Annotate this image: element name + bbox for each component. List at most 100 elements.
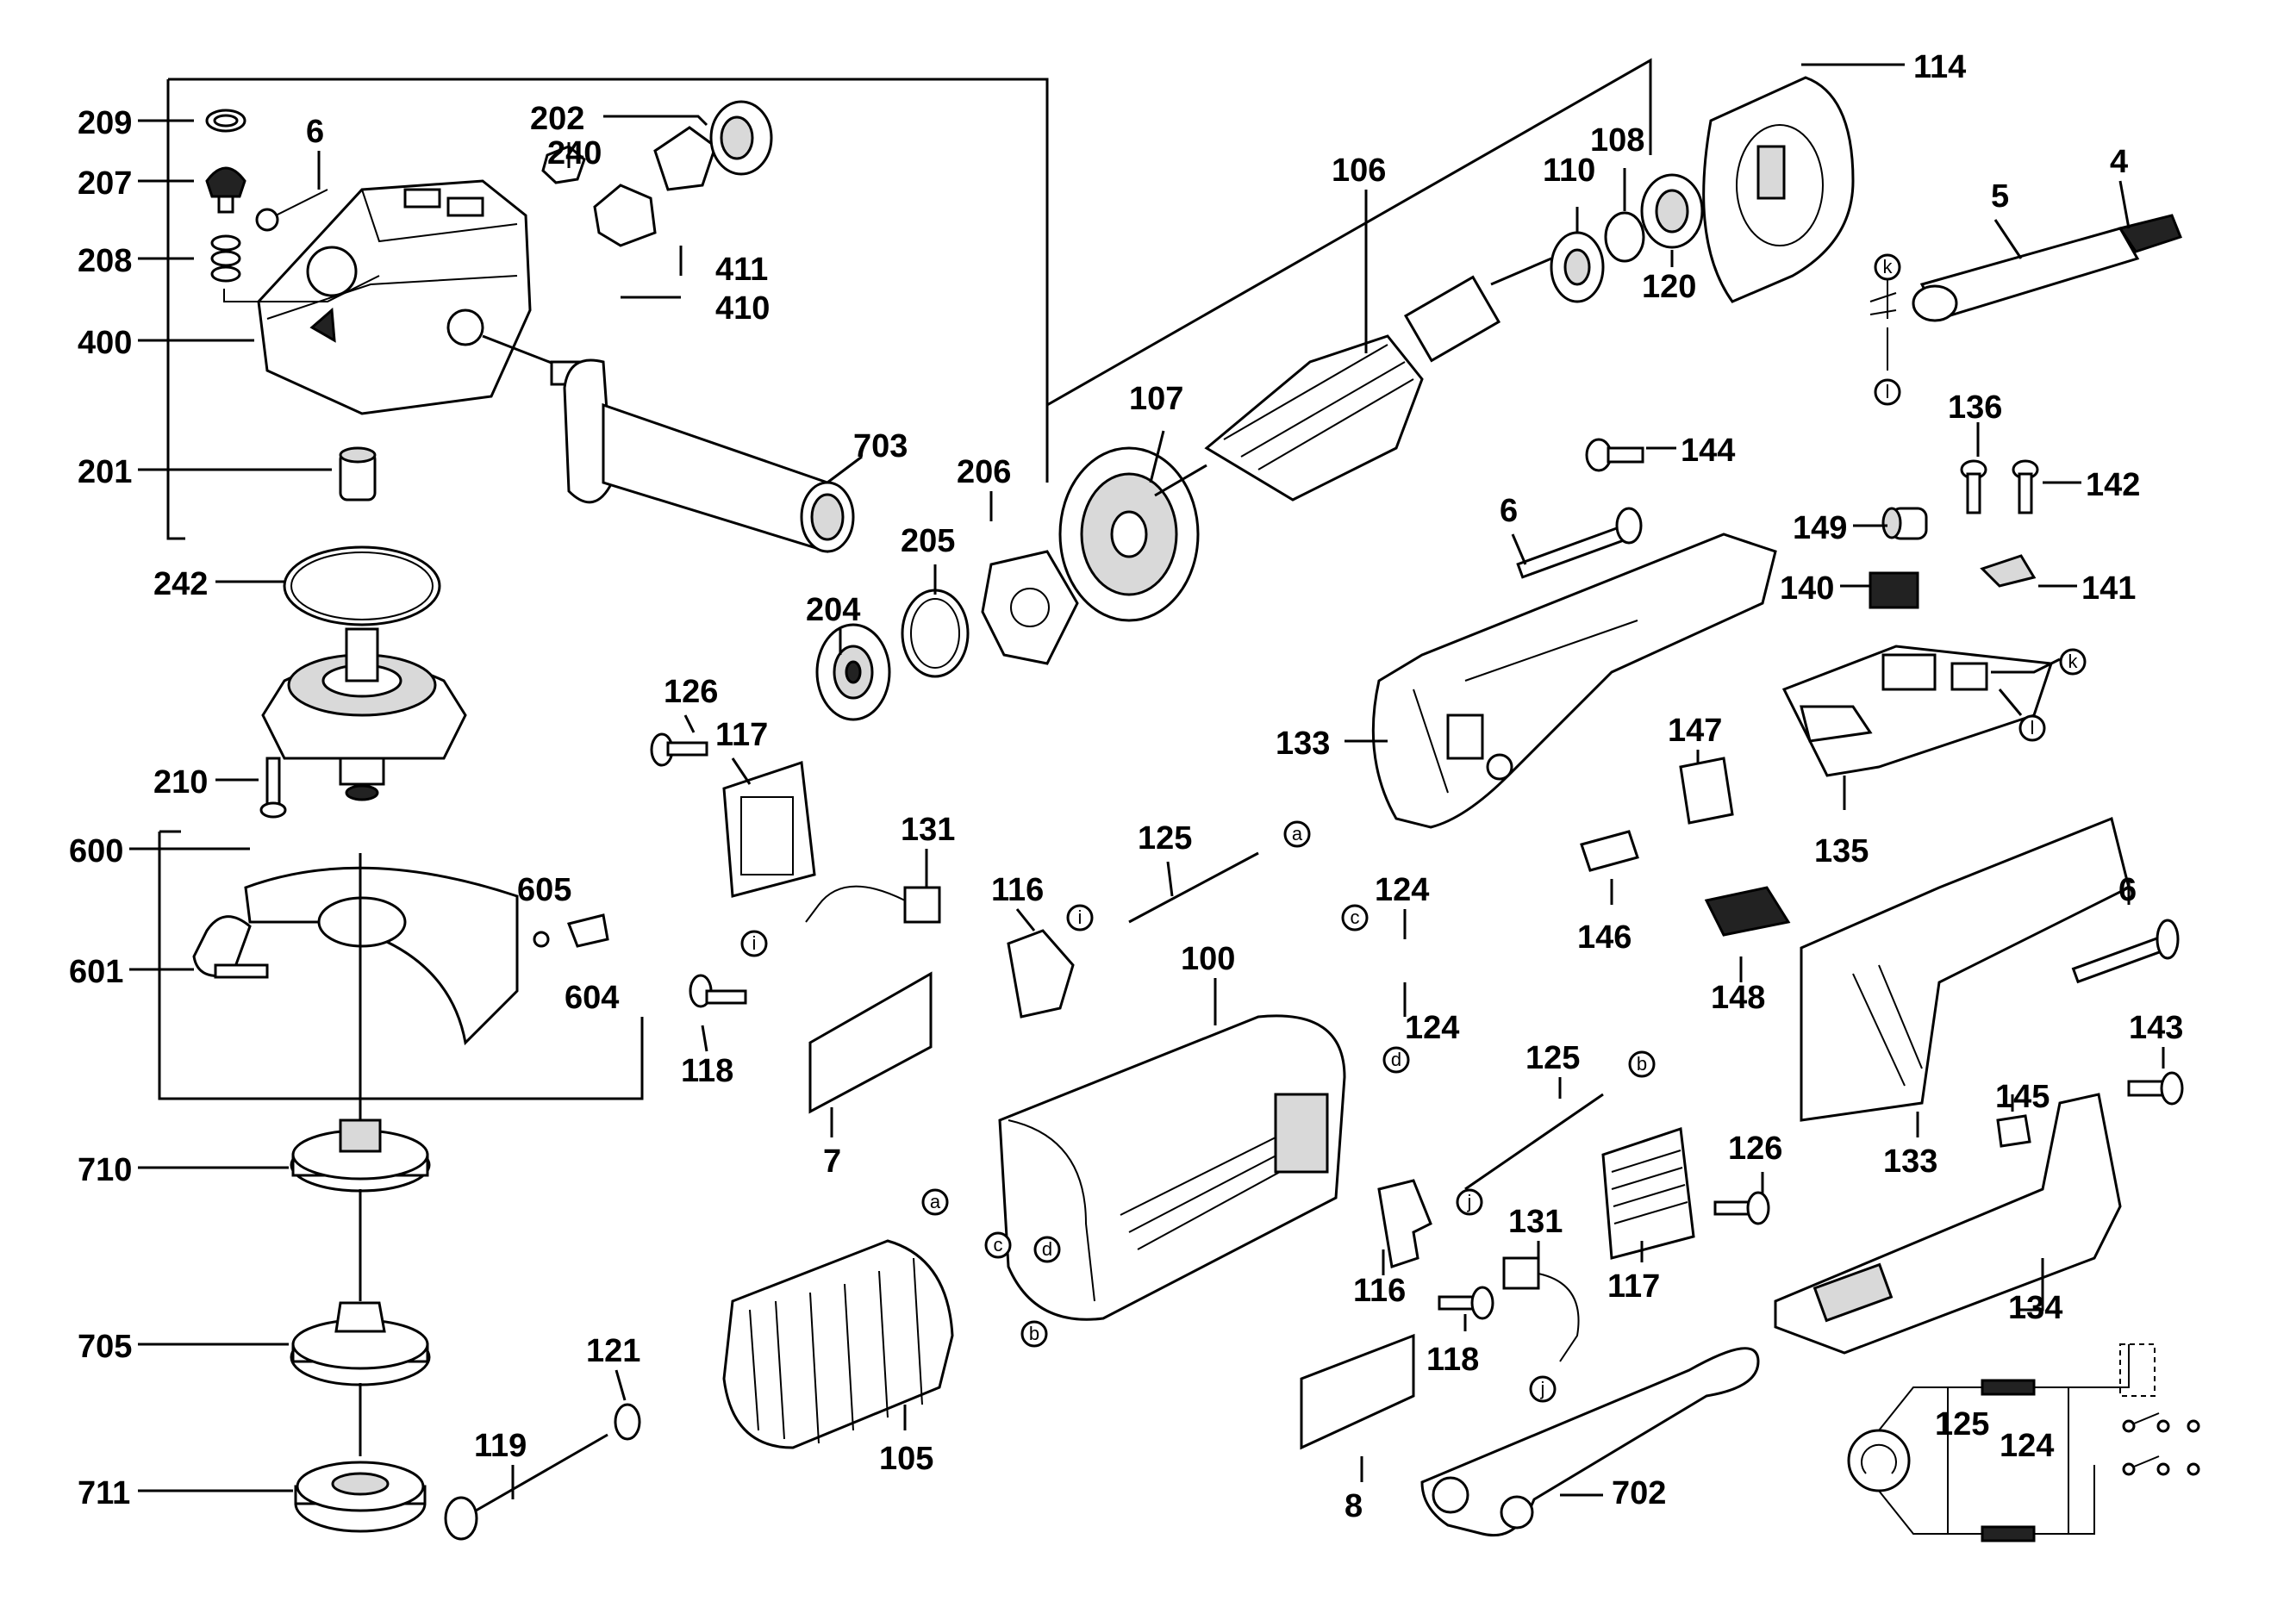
part-label-119: 119 [474, 1428, 527, 1464]
connector-j2: j [1540, 1378, 1545, 1399]
part-label-117-bottom: 117 [1607, 1268, 1660, 1305]
part-label-114: 114 [1913, 49, 1966, 85]
part-131b [1502, 1256, 1580, 1362]
part-labels: 209 207 208 400 201 242 210 600 601 710 … [69, 49, 2183, 1524]
part-145 [1996, 1114, 2031, 1148]
group-brackets [158, 58, 1652, 1100]
brush-cover-117a-part [650, 732, 816, 898]
part-label-149: 149 [1793, 510, 1847, 546]
part-label-124-top: 124 [1375, 872, 1429, 908]
screws-136-142 [1960, 459, 2039, 514]
screw-126b-part [1713, 1191, 1770, 1225]
part-label-145: 145 [1995, 1079, 2050, 1115]
part-label-125-mid: 125 [1525, 1040, 1580, 1076]
part-label-206: 206 [957, 454, 1011, 490]
part-label-208: 208 [78, 243, 132, 279]
part-label-201: 201 [78, 454, 132, 490]
connector-i2: i [1078, 907, 1082, 928]
part-147 [1679, 757, 1734, 825]
label-7-part [808, 971, 933, 1114]
part-label-110: 110 [1543, 153, 1595, 189]
part-label-147: 147 [1668, 713, 1722, 749]
part-label-133-bottom: 133 [1883, 1143, 1937, 1180]
brush-holder-116a-part [1007, 929, 1075, 1019]
part-label-7: 7 [823, 1143, 841, 1180]
connector-i1: i [752, 932, 757, 954]
part-label-124-bottom: 124 [1405, 1010, 1459, 1046]
handle-half-133a-part [1371, 533, 1777, 829]
gear-107-part [1058, 446, 1200, 622]
connector-c2: c [994, 1234, 1003, 1256]
connector-k2: k [2068, 651, 2079, 672]
part-label-410: 410 [715, 290, 770, 327]
part-label-142: 142 [2086, 467, 2140, 503]
screw-119-part [444, 1433, 608, 1541]
part-label-131-top: 131 [901, 812, 955, 848]
part-label-125-top: 125 [1138, 820, 1192, 857]
part-label-118-bottom: 118 [1426, 1342, 1479, 1378]
plate-206-part [981, 550, 1079, 665]
connector-j1: j [1467, 1191, 1472, 1212]
connector-markers: a a c c d d b b i i j j k k l l [740, 253, 2087, 1403]
wheel-guard-part [192, 866, 609, 1046]
part-label-126-bottom: 126 [1728, 1131, 1782, 1167]
part-label-136: 136 [1948, 389, 2002, 426]
part-label-705: 705 [78, 1329, 132, 1365]
part-label-711: 711 [78, 1475, 130, 1511]
part-label-411: 411 [715, 252, 768, 288]
top-left-small-parts [205, 109, 380, 302]
part-label-100: 100 [1181, 941, 1235, 977]
part-label-204: 204 [806, 592, 860, 628]
armature-106-part [1154, 257, 1552, 502]
side-handle-703-part [482, 334, 855, 553]
part-148 [1704, 886, 1791, 937]
bail-handle-134-part [1774, 1093, 2122, 1355]
washer-121-part [614, 1403, 641, 1441]
connector-a1: a [1292, 823, 1303, 844]
part-label-600: 600 [69, 833, 123, 869]
part-label-144: 144 [1681, 433, 1735, 469]
part-label-6-top: 6 [306, 114, 324, 150]
part-label-205: 205 [901, 523, 955, 559]
part-label-240: 240 [547, 135, 602, 171]
part-label-207: 207 [78, 165, 132, 202]
schematic-label-125: 125 [1935, 1406, 1989, 1442]
screw-210-part [259, 757, 287, 819]
screw-143-part [2127, 1071, 2184, 1106]
brush-holder-116b-part [1377, 1179, 1432, 1268]
bearing-120-part [1640, 173, 1704, 249]
part-label-604: 604 [565, 980, 619, 1016]
bearing-204-part [815, 623, 891, 721]
part-label-703: 703 [853, 428, 908, 464]
part-label-105: 105 [879, 1441, 933, 1477]
screw-144-part [1585, 438, 1644, 472]
part-131a [805, 885, 941, 924]
part-label-400: 400 [78, 325, 132, 361]
connector-b1: b [1637, 1053, 1647, 1075]
flange-711-part [294, 1461, 427, 1533]
sleeve-201-part [339, 446, 377, 502]
part-label-242: 242 [153, 566, 208, 602]
gear-housing-part [257, 179, 532, 415]
connector-l1: l [1886, 381, 1890, 402]
part-label-134: 134 [2008, 1290, 2062, 1326]
part-140 [1869, 571, 1919, 609]
part-label-120: 120 [1642, 269, 1696, 305]
part-label-116-bottom: 116 [1353, 1273, 1406, 1309]
o-ring-242-part [283, 545, 441, 626]
part-label-210: 210 [153, 764, 208, 801]
part-label-118-top: 118 [681, 1053, 733, 1089]
screw-118a-part [689, 974, 747, 1008]
end-cap-114-part [1702, 76, 1855, 303]
screw-6b-part [1516, 507, 1643, 579]
part-label-146: 146 [1577, 919, 1632, 956]
part-label-135: 135 [1814, 833, 1869, 869]
clamp-nut-705-part [290, 1301, 431, 1386]
label-8-part [1300, 1333, 1415, 1450]
part-149 [1881, 507, 1928, 540]
schematic-label-124: 124 [2000, 1428, 2054, 1464]
gearbox-flange-part [261, 627, 467, 801]
gear-parts-top [541, 100, 773, 247]
part-label-106: 106 [1332, 153, 1386, 189]
